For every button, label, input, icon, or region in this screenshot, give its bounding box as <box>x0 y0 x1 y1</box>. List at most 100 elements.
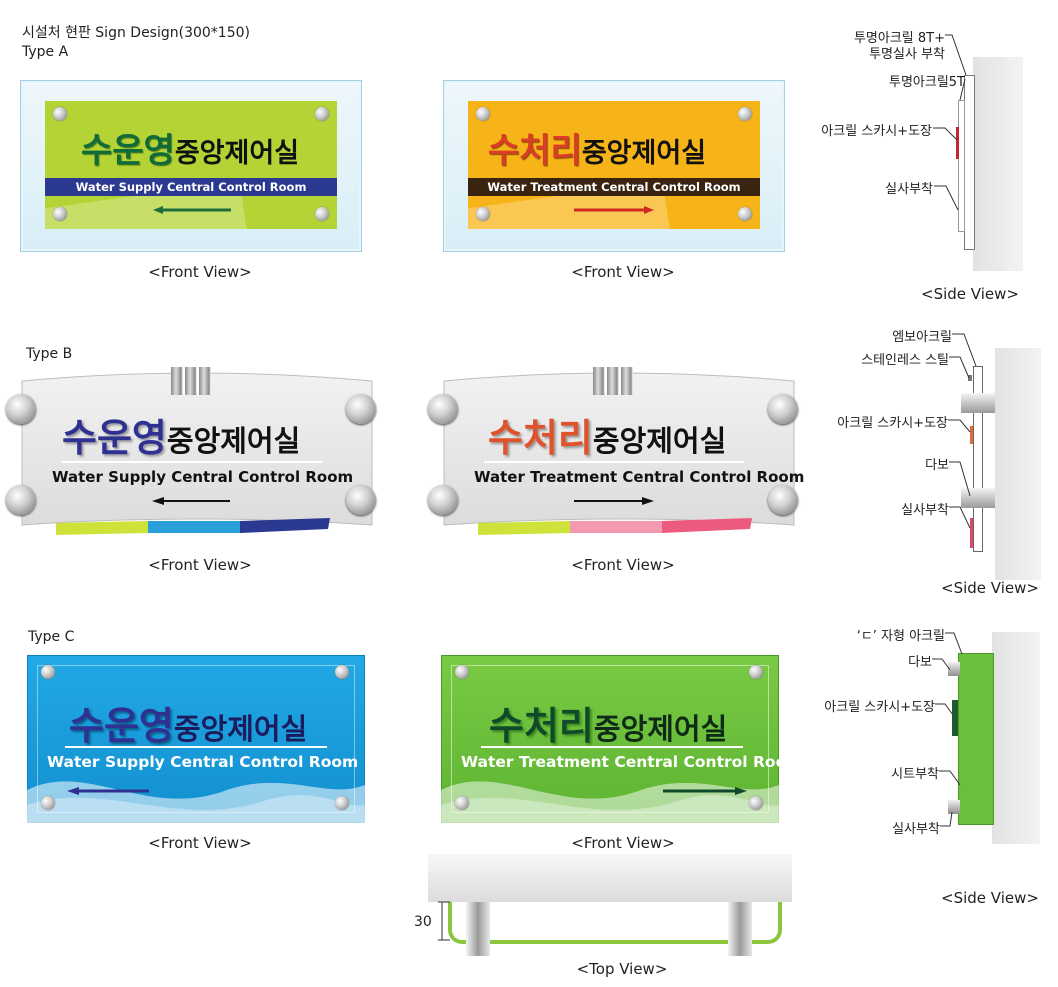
type-b-left-caption: <Front View> <box>148 556 252 574</box>
side-b-note-2: 스테인레스 스틸 <box>861 353 949 368</box>
c-acrylic <box>958 653 994 825</box>
side-c-leader-lines <box>932 632 963 827</box>
type-c-left-title-main: 수운영 <box>69 704 174 748</box>
type-c-left-title-rest: 중앙제어실 <box>173 712 308 746</box>
screw-icon <box>749 665 763 679</box>
type-b-left-title-rest: 중앙제어실 <box>166 424 301 458</box>
type-b-right-subtitle: Water Treatment Central Control Room <box>474 468 805 486</box>
screw-icon <box>428 485 458 515</box>
type-c-left-sign: 수운영중앙제어실 Water Supply Central Control Ro… <box>27 655 365 823</box>
side-c-note-4: 시트부착 <box>891 767 939 782</box>
type-a-right-title-main: 수처리 <box>488 131 582 171</box>
screw-icon <box>455 665 469 679</box>
type-a-right-subtitle: Water Treatment Central Control Room <box>468 178 760 196</box>
arrow-right-icon <box>574 497 654 505</box>
type-a-label: Type A <box>22 44 69 60</box>
arrow-left-icon <box>152 497 230 505</box>
type-c-right-subtitle: Water Treatment Central Control Room <box>461 753 779 771</box>
side-c-caption: <Side View> <box>941 889 1039 907</box>
screw-icon <box>315 107 329 121</box>
emboss-acrylic <box>973 366 983 552</box>
standoff-bars <box>593 367 633 395</box>
type-a-right-panel: 수처리중앙제어실 Water Treatment Central Control… <box>468 101 760 229</box>
top-view-caption: <Top View> <box>576 960 668 978</box>
screw-icon <box>41 665 55 679</box>
type-c-side-view: ‘ㄷ’ 자형 아크릴 다보 아크릴 스카시+도장 시트부착 실사부착 <Side… <box>800 620 1050 910</box>
side-a-note-2: 투명실사 부착 <box>869 47 945 62</box>
type-a-left-caption: <Front View> <box>148 263 252 281</box>
scashi-part <box>956 127 959 159</box>
steel-part <box>968 375 972 381</box>
screw-icon <box>6 485 36 515</box>
standoff-bars <box>171 367 211 395</box>
side-b-note-3: 아크릴 스카시+도장 <box>837 416 948 431</box>
screw-icon <box>476 207 490 221</box>
type-c-left-caption: <Front View> <box>148 834 252 852</box>
type-b-label: Type B <box>26 346 73 362</box>
type-b-right-panel <box>443 372 795 535</box>
u-acrylic <box>448 902 782 944</box>
screw-icon <box>41 796 55 810</box>
side-c-note-1: ‘ㄷ’ 자형 아크릴 <box>856 629 945 644</box>
type-c-label: Type C <box>28 629 75 645</box>
type-b-right-sign: 수처리중앙제어실 Water Treatment Central Control… <box>428 365 805 545</box>
side-a-note-1: 투명아크릴 8T+ <box>853 31 945 46</box>
top-wall <box>428 854 792 902</box>
type-b-left-panel <box>21 372 373 535</box>
arrow-right-icon <box>574 206 654 214</box>
scashi-part <box>952 700 958 736</box>
type-a-left-title-main: 수운영 <box>81 131 175 171</box>
type-a-left-panel: 수운영중앙제어실 Water Supply Central Control Ro… <box>45 101 337 229</box>
side-a-note-3: 투명아크릴5T <box>888 75 965 90</box>
standoff-icon <box>948 662 960 676</box>
type-c-right-title-rest: 중앙제어실 <box>593 712 728 746</box>
screw-icon <box>53 107 67 121</box>
dimension-lines <box>438 901 450 941</box>
screw-icon <box>53 207 67 221</box>
screw-icon <box>476 107 490 121</box>
side-c-note-5: 실사부착 <box>892 822 940 837</box>
side-a-note-5: 실사부착 <box>885 182 933 197</box>
type-b-right-title-main: 수처리 <box>488 416 593 460</box>
side-b-note-5: 실사부착 <box>901 503 949 518</box>
arrow-left-icon <box>67 787 149 795</box>
dimension-label: 30 <box>414 914 432 930</box>
screw-icon <box>738 107 752 121</box>
side-a-note-4: 아크릴 스카시+도장 <box>821 124 932 139</box>
type-a-right-caption: <Front View> <box>571 263 675 281</box>
type-a-side-view: 투명아크릴 8T+ 투명실사 부착 투명아크릴5T 아크릴 스카시+도장 실사부… <box>800 20 1050 310</box>
type-b-left-sign: 수운영중앙제어실 Water Supply Central Control Ro… <box>6 365 382 545</box>
screw-icon <box>738 207 752 221</box>
type-b-right-title-rest: 중앙제어실 <box>592 424 727 458</box>
side-a-leader-lines <box>933 34 967 211</box>
side-b-leader-lines <box>948 333 977 529</box>
wall <box>995 348 1041 580</box>
scashi-part <box>970 426 973 444</box>
standoff-icon <box>466 902 490 956</box>
type-b-right-caption: <Front View> <box>571 556 675 574</box>
side-b-caption: <Side View> <box>941 579 1039 597</box>
type-a-left-sign: 수운영중앙제어실 Water Supply Central Control Ro… <box>20 80 362 252</box>
side-b-note-4: 다보 <box>925 458 949 473</box>
acrylic-5t <box>958 100 965 232</box>
screw-icon <box>455 796 469 810</box>
type-c-right-title-main: 수처리 <box>489 704 594 748</box>
type-a-right-title-rest: 중앙제어실 <box>581 138 707 169</box>
type-a-right-sign: 수처리중앙제어실 Water Treatment Central Control… <box>443 80 785 252</box>
type-c-top-view: 30 <Top View> <box>400 850 810 980</box>
arrow-left-icon <box>153 206 231 214</box>
screw-icon <box>335 796 349 810</box>
arrow-right-icon <box>663 787 747 795</box>
type-b-left-title-main: 수운영 <box>62 416 167 460</box>
side-c-note-2: 다보 <box>908 655 932 670</box>
type-a-left-subtitle: Water Supply Central Control Room <box>45 178 337 196</box>
screw-icon <box>315 207 329 221</box>
type-a-left-title-rest: 중앙제어실 <box>174 138 300 169</box>
print-part <box>970 518 973 548</box>
wall <box>992 632 1040 844</box>
type-c-left-subtitle: Water Supply Central Control Room <box>47 753 359 771</box>
screw-icon <box>768 394 798 424</box>
type-b-side-view: 엠보아크릴 스테인레스 스틸 아크릴 스카시+도장 다보 실사부착 <Side … <box>800 318 1050 603</box>
type-c-right-caption: <Front View> <box>571 834 675 852</box>
screw-icon <box>768 485 798 515</box>
